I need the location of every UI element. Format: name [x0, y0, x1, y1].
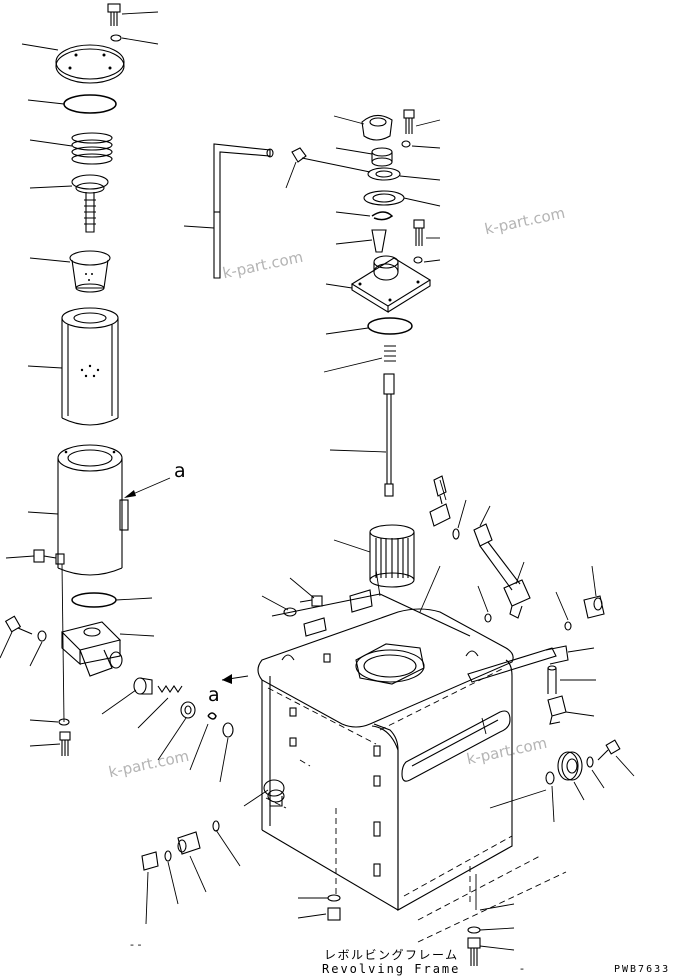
filter-cover-part — [350, 255, 432, 313]
plug-part — [327, 907, 341, 921]
callout-label-a: a — [174, 460, 186, 482]
spring-part — [71, 132, 113, 165]
bent-pipe-part — [213, 143, 274, 279]
plate-part — [363, 190, 405, 206]
o-ring-part — [452, 528, 460, 540]
flange-block-part — [60, 621, 123, 677]
washer-part — [327, 894, 341, 902]
washer-part — [413, 256, 423, 264]
o-ring-part — [222, 722, 234, 738]
elbow-part — [177, 831, 201, 855]
washer-part — [37, 630, 47, 642]
drawing-code: PWB7633 — [614, 964, 671, 975]
revolving-frame-label-jp: レボルビングフレーム — [324, 948, 459, 962]
clip-part — [207, 712, 217, 720]
elbow-part — [429, 475, 451, 527]
flange-part — [557, 751, 583, 781]
spring-part — [157, 685, 183, 693]
o-ring-part — [71, 592, 117, 608]
bolt-part — [59, 731, 71, 756]
callout-label-a: a — [208, 684, 220, 706]
bolt-part — [107, 3, 121, 26]
hydraulic-tank-body — [257, 589, 514, 911]
o-ring-part — [484, 613, 492, 623]
elbow-part — [503, 579, 531, 619]
pipe-part — [467, 645, 569, 683]
dash-mark: - — [520, 962, 524, 975]
washer-part — [586, 756, 594, 768]
o-ring-part — [63, 94, 117, 114]
revolving-frame-outline — [417, 855, 567, 943]
bolt-part — [403, 109, 415, 134]
strainer-part — [371, 229, 387, 253]
strainer-part — [69, 250, 111, 293]
washer-part — [110, 34, 122, 42]
washer-part — [401, 140, 411, 148]
connector-part — [473, 523, 521, 591]
spring-part — [384, 345, 396, 362]
elbow-part — [133, 677, 153, 695]
filter-element-part — [61, 307, 119, 426]
dash-mark: - - — [130, 938, 142, 951]
collar-part — [371, 147, 393, 167]
washer-part — [283, 607, 297, 617]
bolt-part — [597, 739, 621, 761]
plug-part — [263, 779, 285, 797]
elbow-part — [583, 595, 605, 619]
gasket-part — [367, 167, 401, 181]
cap-part — [361, 114, 393, 141]
pressure-switch-part — [33, 549, 65, 565]
o-ring-part — [564, 621, 572, 631]
plug-part — [180, 701, 196, 719]
bolt-part — [4, 615, 33, 635]
elbow-part — [141, 851, 159, 871]
washer-part — [467, 926, 481, 934]
bolt-part — [413, 219, 425, 246]
o-ring-part — [367, 317, 413, 335]
filter-element-part — [369, 524, 415, 588]
o-ring-part — [545, 771, 555, 785]
nipple-part — [291, 147, 371, 173]
relief-valve-part — [71, 174, 109, 233]
hose-part — [547, 665, 557, 694]
washer-part — [58, 718, 70, 726]
cover-plate-part — [55, 44, 125, 84]
bolt-part — [299, 595, 323, 607]
snap-ring-part — [371, 211, 394, 221]
bolt-part — [467, 937, 481, 966]
elbow-part — [547, 695, 567, 725]
revolving-frame-label-en: Revolving Frame — [322, 962, 461, 976]
filter-case-part — [57, 444, 129, 576]
o-ring-part — [164, 850, 172, 862]
o-ring-part — [212, 820, 220, 832]
rod-part — [383, 373, 395, 497]
